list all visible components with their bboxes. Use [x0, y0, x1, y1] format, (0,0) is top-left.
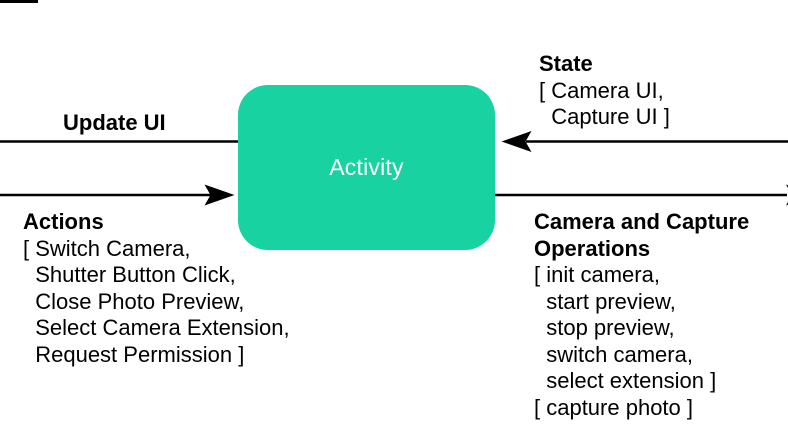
state-arrowhead [501, 131, 532, 152]
operations-list-item: start preview, [534, 288, 676, 314]
actions-arrowhead [204, 184, 235, 206]
state-block: State [ Camera UI, Capture UI ] [539, 51, 670, 131]
actions-block: Actions [ Switch Camera, Shutter Button … [23, 209, 290, 368]
operations-list-item: switch camera, [534, 341, 693, 367]
operations-list-item: stop preview, [534, 315, 675, 340]
operations-arrow [495, 184, 788, 206]
actions-arrow [0, 184, 235, 206]
operations-block: Camera and Capture Operations [ init cam… [534, 209, 749, 421]
state-list-item: Capture UI ] [539, 104, 670, 129]
actions-list-item: Request Permission ] [23, 341, 245, 367]
actions-title: Actions [23, 209, 104, 234]
cropped-top-left-mark [0, 0, 38, 3]
operations-title-line: Operations [534, 235, 651, 261]
state-title: State [539, 51, 593, 76]
activity-node [238, 85, 495, 250]
actions-list-item: Shutter Button Click, [23, 262, 236, 287]
state-list-item: [ Camera UI, [539, 77, 664, 103]
operations-list-item: select extension ] [534, 368, 717, 393]
state-arrow [501, 131, 788, 152]
operations-list-item: [ capture photo ] [534, 394, 693, 420]
actions-list-item: [ Switch Camera, [23, 235, 191, 261]
operations-list-item: [ init camera, [534, 262, 660, 287]
update-ui-label: Update UI [63, 110, 166, 135]
actions-list-item: Close Photo Preview, [23, 288, 245, 314]
operations-title-line: Camera and Capture [534, 209, 750, 234]
actions-list-item: Select Camera Extension, [23, 315, 290, 340]
